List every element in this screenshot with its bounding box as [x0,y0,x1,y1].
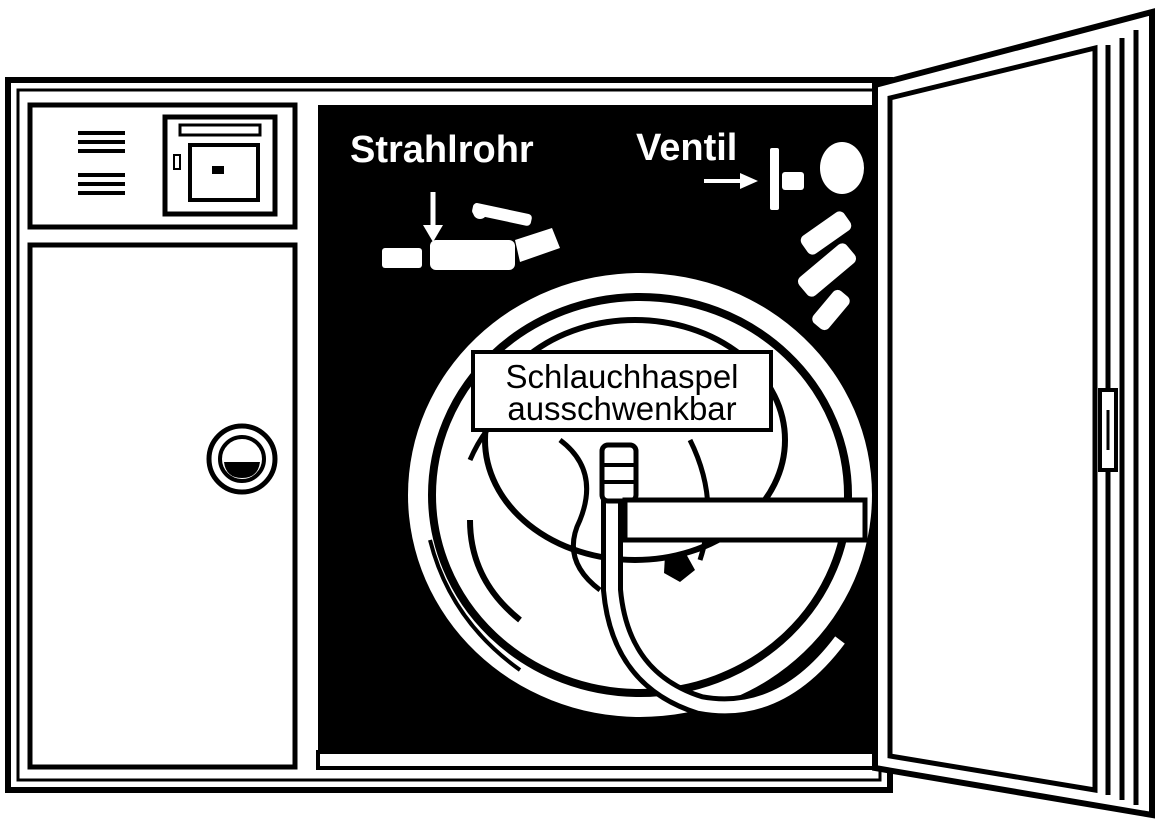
reel-label-plate [471,350,773,432]
reel-label-line1: Schlauchhaspel [506,358,739,395]
right-door-open [872,8,1155,819]
swing-arm [622,497,868,582]
interior-shelf [316,750,880,770]
indicator-box [162,114,278,217]
left-door-panel [27,242,298,770]
arrow-icon [423,192,443,242]
reel-hub [599,442,639,504]
lock-icon [206,423,278,495]
control-panel [27,102,298,230]
nozzle-label: Strahlrohr [350,129,534,171]
valve-label: Ventil [636,127,737,169]
vent-icon [78,131,125,195]
hose-reel [408,273,872,719]
door-inner [887,44,1098,793]
reel-label-line2: ausschwenkbar [507,390,736,427]
arrow-icon [704,173,758,189]
interior: Schlauchhaspel ausschwenkbar Strahlrohr … [316,105,880,770]
left-door [27,242,298,770]
nozzle-icon [382,203,560,270]
valve-icon [770,142,864,331]
hinge-icon [1098,388,1118,472]
